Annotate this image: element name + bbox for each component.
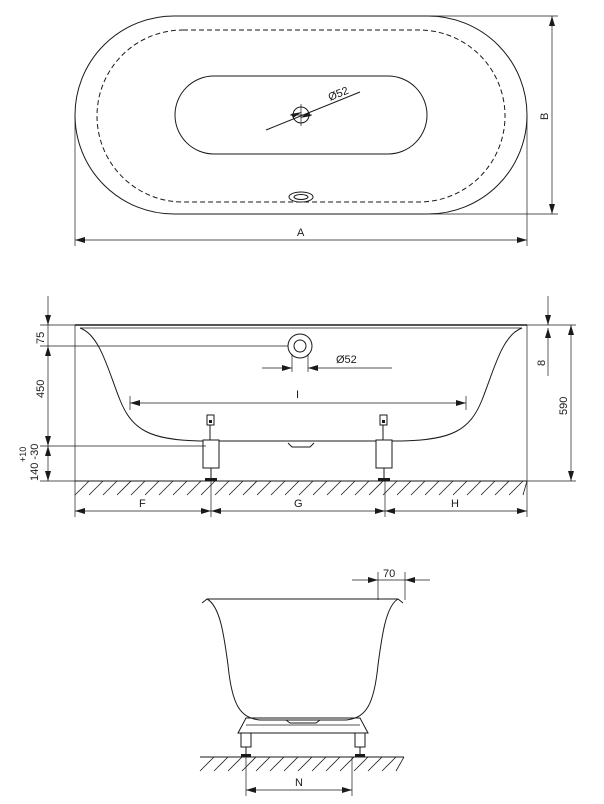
hatch-line	[88, 480, 104, 496]
hatch-line	[186, 480, 202, 496]
dimension-label-h: H	[451, 498, 459, 510]
dimension-label-g: G	[294, 498, 303, 510]
drain-bottom	[287, 442, 315, 448]
side-view: Ø52 I	[18, 296, 576, 517]
dimension-label-70: 70	[383, 568, 395, 580]
hatch-line	[269, 756, 285, 772]
hatch-line	[242, 480, 258, 496]
hatch-line	[508, 480, 524, 496]
hatch-line	[326, 480, 342, 496]
hatch-line	[102, 480, 118, 496]
end-view: 70 N	[199, 568, 430, 796]
hatch-line	[283, 756, 299, 772]
hatch-line	[354, 480, 370, 496]
hatch-line	[311, 756, 327, 772]
hatch-line	[298, 480, 314, 496]
dimension-label-8: 8	[536, 360, 548, 366]
overflow-icon	[288, 191, 314, 203]
hatch-line	[522, 480, 528, 496]
dimension-70	[352, 572, 430, 600]
hatch-line	[74, 480, 90, 496]
dimension-label-b: B	[539, 113, 551, 120]
dimension-label-i: I	[296, 389, 299, 401]
diameter-label-side: Ø52	[336, 354, 357, 366]
dimension-label-140: 140 -30	[29, 444, 41, 481]
hatch-line	[494, 480, 510, 496]
hatch-line	[255, 756, 271, 772]
hatch-line	[312, 480, 328, 496]
hatch-line	[256, 480, 272, 496]
end-tub-profile	[206, 598, 399, 721]
dimension-label-a: A	[297, 227, 305, 239]
dimension-label-n: N	[295, 777, 303, 789]
hatch-line	[410, 480, 426, 496]
tub-bottom-outline	[174, 75, 428, 155]
end-rim	[201, 598, 404, 604]
floor-hatching	[74, 480, 528, 496]
hatch-line	[172, 480, 188, 496]
hatch-line	[353, 756, 369, 772]
side-drain-icon	[287, 333, 313, 359]
hatch-line	[381, 756, 397, 772]
hatch-line	[200, 480, 216, 496]
hatch-line	[367, 756, 383, 772]
hatch-line	[480, 480, 496, 496]
dimension-b	[430, 15, 558, 215]
hatch-line	[396, 480, 412, 496]
hatch-line	[199, 756, 215, 772]
dimension-label-590: 590	[558, 397, 570, 415]
dimension-label-tolerance: +10	[18, 447, 28, 462]
end-feet	[237, 717, 369, 757]
tub-inner-dashed-outline	[96, 29, 506, 203]
dimension-i	[129, 396, 467, 410]
hatch-line	[158, 480, 174, 496]
dimension-fgh	[75, 508, 527, 514]
dimension-label-f: F	[139, 498, 146, 510]
dimension-a	[74, 115, 528, 246]
hatch-line	[213, 756, 229, 772]
hatch-line	[144, 480, 160, 496]
dimension-right-chain	[527, 296, 576, 482]
hatch-line	[466, 480, 482, 496]
hatch-line	[395, 756, 405, 772]
hatch-line	[227, 756, 243, 772]
hatch-line	[228, 480, 244, 496]
hatch-line	[130, 480, 146, 496]
hatch-line	[241, 756, 257, 772]
dimension-left-chain	[40, 296, 206, 482]
drain-icon	[265, 91, 361, 131]
tub-side-profile	[79, 327, 523, 442]
dimension-label-450: 450	[35, 380, 47, 398]
hatch-line	[438, 480, 454, 496]
hatch-line	[270, 480, 286, 496]
hatch-line	[116, 480, 132, 496]
hatch-line	[284, 480, 300, 496]
tub-foot-right	[375, 414, 393, 481]
tub-foot-left	[202, 414, 220, 481]
hatch-line	[340, 480, 356, 496]
hatch-line	[214, 480, 230, 496]
dimension-n	[245, 757, 353, 796]
hatch-line	[368, 480, 384, 496]
hatch-line	[325, 756, 341, 772]
dimension-label-75: 75	[35, 332, 47, 344]
hatch-line	[424, 480, 440, 496]
hatch-line	[452, 480, 468, 496]
hatch-line	[297, 756, 313, 772]
top-view: Ø52 A B	[74, 15, 558, 246]
end-floor-hatching	[199, 756, 405, 772]
